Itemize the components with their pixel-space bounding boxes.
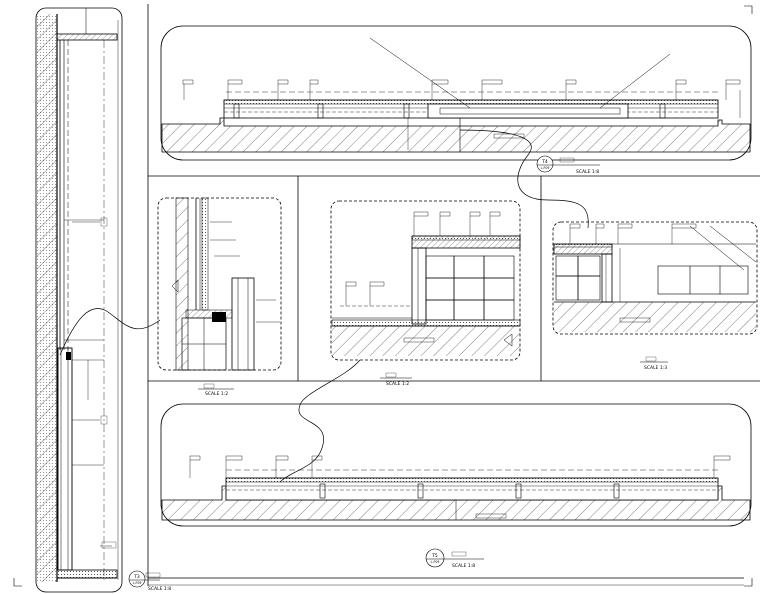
top-section-sheet: L-F09: [541, 166, 550, 170]
main-elevation-scale: SCALE 1:8: [148, 586, 171, 592]
bottom-section-number: T5: [431, 553, 438, 559]
detail-c-title: SCALE 1:3: [640, 356, 668, 371]
top-section: [160, 25, 752, 161]
detail-b: [330, 200, 521, 361]
detail-c: [552, 221, 758, 335]
top-section-callout: T4 L-F09 SCALE 1:8: [536, 155, 600, 175]
detail-b-title: SCALE 1:2: [380, 372, 412, 387]
main-elevation-number: T3: [133, 574, 140, 580]
bottom-section-sheet: L-F09: [431, 560, 440, 564]
detail-connectors: [59, 129, 589, 483]
main-elevation-sheet: L-F09: [133, 581, 142, 585]
top-section-scale: SCALE 1:8: [576, 169, 599, 175]
bottom-section-scale: SCALE 1:8: [452, 563, 475, 569]
detail-a-scale: SCALE 1:2: [205, 391, 228, 397]
bottom-section-callout: T5 L-F09 SCALE 1:8: [425, 548, 484, 569]
detail-a-title: SCALE 1:2: [198, 383, 234, 397]
main-elevation: [35, 7, 123, 593]
detail-a: [157, 197, 282, 371]
top-section-number: T4: [541, 159, 548, 165]
detail-c-scale: SCALE 1:3: [644, 365, 667, 371]
main-elevation-callout: T3 L-F09 SCALE 1:8: [128, 570, 171, 592]
sheet-frame: [13, 4, 760, 587]
bottom-section: [160, 403, 752, 527]
detail-b-scale: SCALE 1:2: [386, 381, 409, 387]
